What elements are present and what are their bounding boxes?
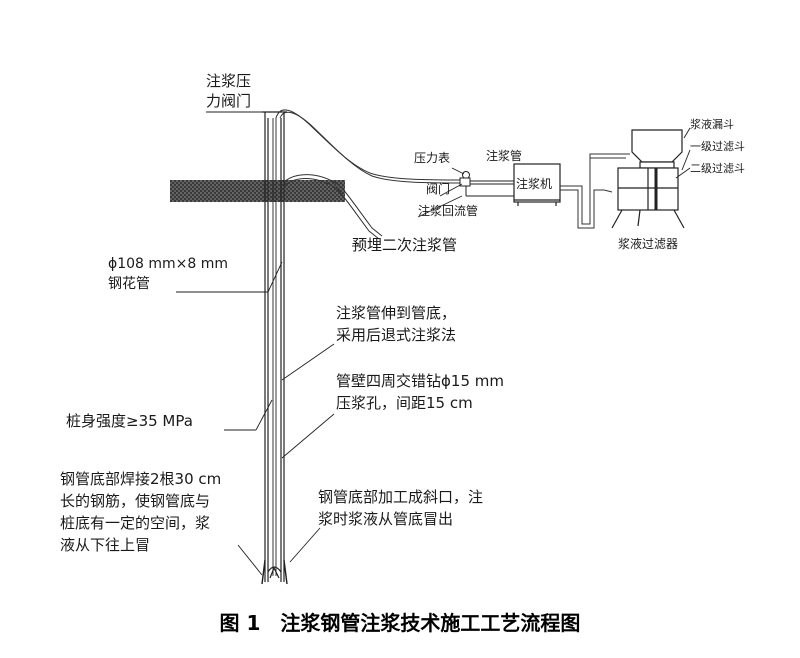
figure-caption: 图 1 注浆钢管注浆技术施工工艺流程图 bbox=[220, 611, 581, 635]
label-valve-line1: 注浆压 bbox=[206, 72, 251, 90]
slurry-filter bbox=[611, 129, 685, 229]
label-drill-line2: 压浆孔，间距15 cm bbox=[336, 394, 473, 412]
label-filter1: 一级过滤斗 bbox=[690, 140, 745, 153]
label-bottom-right-line2: 浆时浆液从管底冒出 bbox=[318, 510, 453, 528]
label-bottom-left-line1: 钢管底部焊接2根30 cm bbox=[60, 470, 221, 488]
pressure-gauge-valve bbox=[459, 171, 514, 197]
return-feed-pipe bbox=[560, 153, 630, 229]
label-extend-line2: 采用后退式注浆法 bbox=[336, 326, 456, 344]
label-pile-strength: 桩身强度≥35 MPa bbox=[66, 412, 193, 430]
label-bottom-left-line2: 长的钢筋，使钢管底与 bbox=[60, 492, 210, 510]
steel-pipe bbox=[261, 111, 288, 585]
leader-lines bbox=[176, 111, 691, 576]
label-grout-machine: 注浆机 bbox=[516, 176, 552, 191]
label-valve: 阀门 bbox=[426, 181, 450, 196]
label-drill-line1: 管壁四周交错钻ϕ15 mm bbox=[336, 372, 504, 390]
label-grout-pipe: 注浆管 bbox=[486, 148, 522, 163]
label-extend-line1: 注浆管伸到管底， bbox=[336, 304, 456, 322]
label-return-pipe: 注浆回流管 bbox=[418, 203, 478, 218]
label-bottom-right-line1: 钢管底部加工成斜口，注 bbox=[318, 488, 483, 506]
embedded-secondary-pipe bbox=[283, 174, 383, 240]
label-bottom-left-line4: 液从下往上冒 bbox=[60, 536, 150, 554]
label-steel-pipe: 钢花管 bbox=[108, 276, 150, 292]
grouting-machine bbox=[513, 163, 561, 206]
label-steel-pipe-spec: ϕ108 mm×8 mm bbox=[108, 256, 228, 272]
label-embedded-pipe: 预埋二次注浆管 bbox=[352, 236, 457, 254]
label-filter2: 二级过滤斗 bbox=[690, 162, 745, 175]
grout-supply-pipe bbox=[275, 109, 463, 184]
soil-layer bbox=[170, 180, 345, 202]
label-slurry-filter: 浆液过滤器 bbox=[618, 236, 678, 251]
label-funnel: 浆液漏斗 bbox=[690, 117, 734, 131]
label-pressure-gauge: 压力表 bbox=[414, 151, 450, 165]
label-valve-line2: 力阀门 bbox=[206, 92, 251, 110]
label-bottom-left-line3: 桩底有一定的空间，浆 bbox=[60, 514, 210, 532]
